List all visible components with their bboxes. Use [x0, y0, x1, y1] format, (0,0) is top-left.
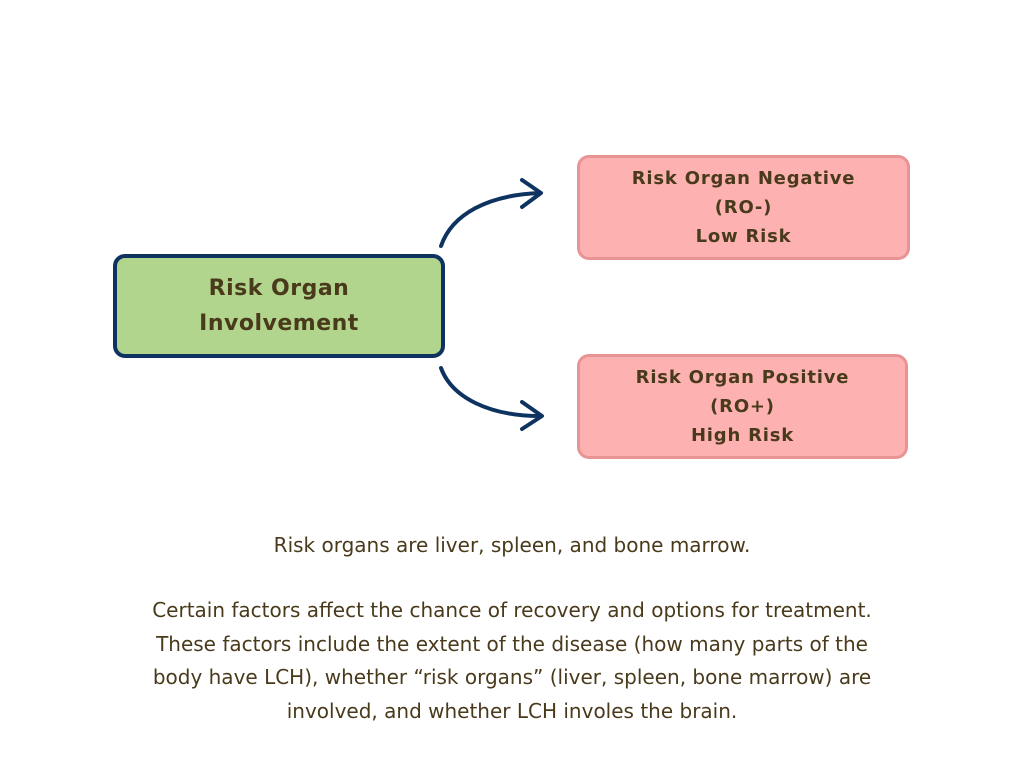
arrow-to-positive-head — [520, 400, 544, 431]
arrow-to-positive — [439, 366, 544, 431]
risk-organ-negative-node: Risk Organ Negative (RO-) Low Risk — [577, 155, 910, 260]
arrow-to-negative-head — [520, 178, 543, 209]
paragraph-line-4: involved, and whether LCH involes the br… — [286, 698, 738, 723]
risk-organ-involvement-node: Risk Organ Involvement — [113, 254, 445, 358]
arrow-to-negative — [439, 178, 543, 248]
risk-organ-positive-node: Risk Organ Positive (RO+) High Risk — [577, 354, 908, 459]
paragraph-line-1: Certain factors affect the chance of rec… — [152, 598, 872, 622]
factors-paragraph: Certain factors affect the chance of rec… — [100, 594, 924, 728]
main-node-line-2: Involvement — [199, 311, 359, 336]
positive-node-line-1: Risk Organ Positive — [635, 367, 850, 388]
paragraph-line-2: These factors include the extent of the … — [156, 631, 868, 656]
negative-node-line-1: Risk Organ Negative — [631, 168, 856, 189]
positive-node-line-3: High Risk — [690, 425, 795, 446]
main-node-line-1: Risk Organ — [208, 276, 350, 301]
paragraph-line-3: body have LCH), whether “risk organs” (l… — [152, 665, 872, 689]
negative-node-line-2: (RO-) — [714, 197, 773, 218]
arrow-to-negative-curve — [439, 191, 542, 248]
negative-node-line-3: Low Risk — [695, 226, 792, 247]
positive-node-line-2: (RO+) — [710, 396, 775, 417]
arrow-to-positive-curve — [439, 366, 542, 418]
risk-organs-note: Risk organs are liver, spleen, and bone … — [273, 533, 751, 557]
